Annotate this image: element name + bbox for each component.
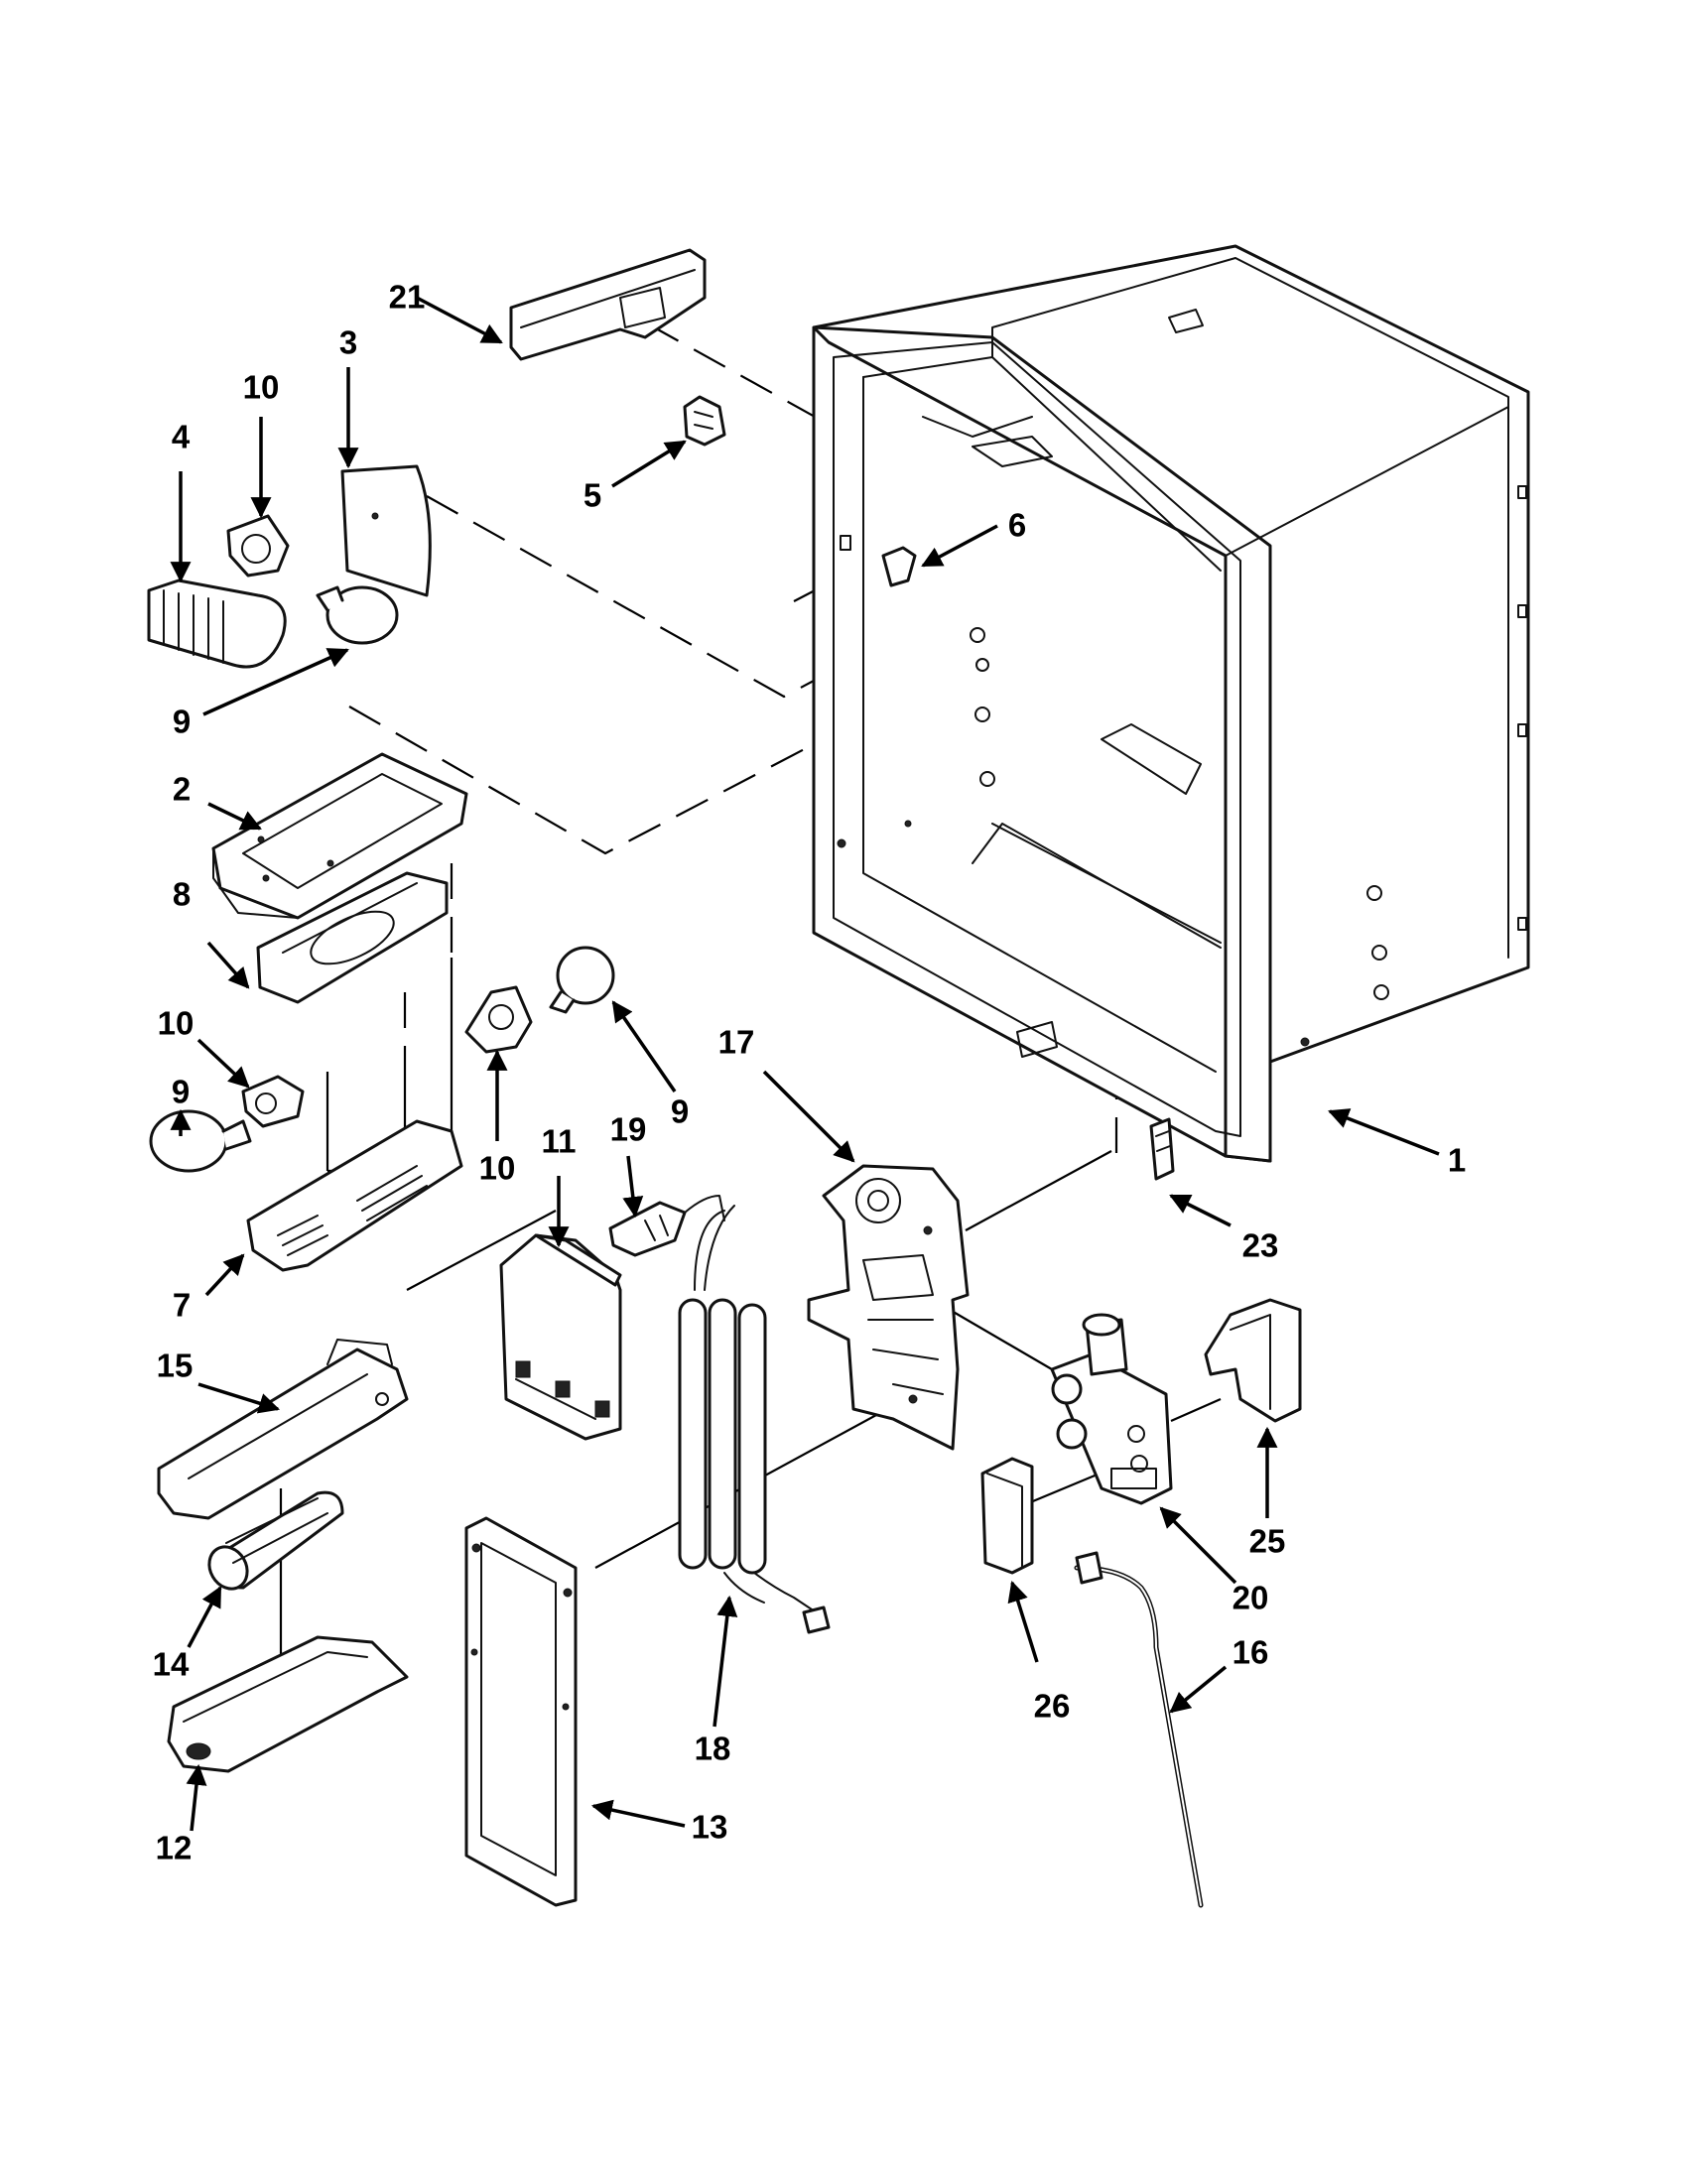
part-10-socket-top (226, 514, 290, 578)
part-16-water-tube (1074, 1551, 1204, 1908)
part-9-bulb-top (316, 585, 399, 645)
part-6-clip (881, 546, 917, 587)
callout-3: 3 (339, 324, 357, 361)
callout-17: 17 (718, 1024, 755, 1061)
callout-11: 11 (542, 1123, 577, 1160)
part-8-reflector (256, 871, 449, 1004)
callout-9-right: 9 (671, 1093, 689, 1130)
part-10-socket-right (464, 985, 533, 1054)
part-2-light-housing (211, 752, 468, 920)
part-19-heater (608, 1195, 725, 1257)
callout-26: 26 (1034, 1688, 1071, 1725)
callout-5: 5 (584, 477, 601, 514)
part-17-mounting-bracket (807, 1164, 970, 1451)
callout-4: 4 (172, 419, 191, 455)
part-11-dispenser-housing (499, 1233, 622, 1441)
freezer-liner (812, 244, 1530, 1163)
callout-6: 6 (1008, 507, 1026, 544)
callout-21: 21 (389, 279, 426, 316)
callout-15: 15 (157, 1348, 194, 1384)
part-23-clip (1149, 1117, 1175, 1181)
callout-25: 25 (1249, 1523, 1286, 1560)
callout-19: 19 (610, 1111, 647, 1148)
part-4-light-lens (147, 578, 287, 669)
part-12-filter-cover (167, 1635, 409, 1773)
callout-12: 12 (156, 1830, 193, 1866)
part-25-valve-cover (1204, 1298, 1302, 1423)
part-9-bulb-left (149, 1109, 252, 1173)
part-9-bulb-right (549, 946, 615, 1014)
callout-23: 23 (1242, 1227, 1279, 1264)
part-14-water-filter (207, 1490, 344, 1591)
part-13-dispenser-panel (464, 1516, 578, 1907)
callout-16: 16 (1233, 1634, 1269, 1671)
callout-2: 2 (173, 771, 191, 808)
callout-20: 20 (1233, 1580, 1269, 1616)
part-21-shroud (509, 248, 707, 361)
part-5-damper (683, 395, 726, 447)
part-20-water-valve (1050, 1313, 1173, 1505)
callout-18: 18 (695, 1731, 731, 1767)
callout-8: 8 (173, 876, 191, 913)
callout-14: 14 (153, 1646, 190, 1683)
part-26-valve-bracket (980, 1457, 1034, 1575)
part-10-socket-left (241, 1075, 305, 1128)
part-18-water-tank (678, 1205, 831, 1634)
leader-arrows (170, 296, 1440, 1832)
callout-10-top: 10 (243, 369, 280, 406)
callout-9-left: 9 (172, 1074, 190, 1110)
part-3-light-shield (340, 464, 432, 597)
part-15-filter-head (157, 1339, 409, 1520)
callout-13: 13 (692, 1809, 728, 1846)
callout-9-top: 9 (173, 704, 191, 740)
callout-labels: 1 2 3 4 5 6 7 8 9 9 9 10 10 10 11 12 13 … (153, 279, 1467, 1866)
callout-1: 1 (1448, 1142, 1466, 1179)
callout-10-right: 10 (479, 1150, 516, 1187)
part-7-lower-lens (246, 1119, 463, 1272)
callout-7: 7 (173, 1287, 191, 1324)
callout-10-left: 10 (158, 1005, 195, 1042)
